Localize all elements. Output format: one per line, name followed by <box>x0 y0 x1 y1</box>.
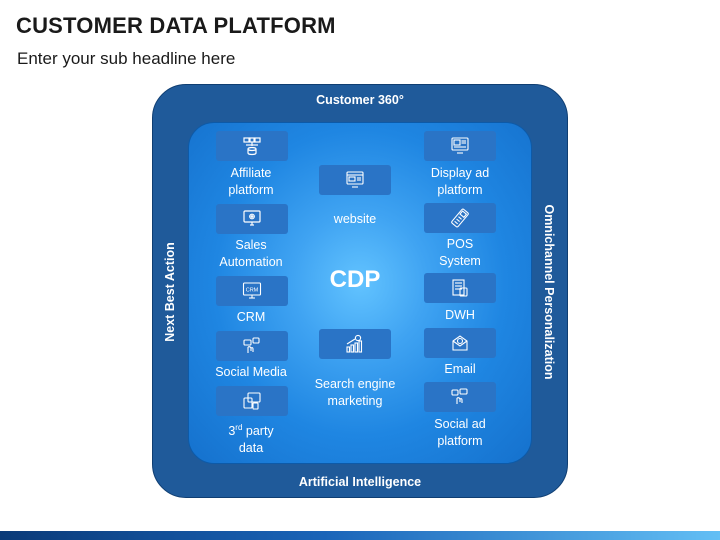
devices-icon <box>243 392 261 410</box>
display-ad-label: Display ad platform <box>430 166 490 197</box>
website-icon-box <box>319 165 391 195</box>
growth-chart-icon <box>346 334 363 353</box>
display-ad-icon-box <box>424 131 496 161</box>
pos-icon-box <box>424 203 496 233</box>
pos-label: POS System <box>439 237 481 268</box>
frame-label-right: Omnichannel Personalization <box>542 204 556 380</box>
email-icon <box>452 335 468 351</box>
network-icon <box>243 137 261 156</box>
sem-label: Search engine marketing <box>314 377 396 408</box>
data-warehouse-icon <box>452 279 468 297</box>
affiliate-label: Affiliate platform <box>228 166 274 197</box>
frame-label-top: Customer 360° <box>316 93 404 107</box>
crm-label: CRM <box>236 310 266 324</box>
social-ad-icon <box>451 388 468 404</box>
page-subtitle: Enter your sub headline here <box>17 49 236 68</box>
footer-accent-bar <box>0 531 720 540</box>
social-media-icon-box <box>216 331 288 361</box>
third-party-label: 3rd party data <box>228 423 274 456</box>
gear-monitor-icon <box>243 210 261 226</box>
sales-icon-box <box>216 204 288 234</box>
cdp-center-label: CDP <box>329 266 381 293</box>
sales-label: Sales Automation <box>219 238 283 269</box>
third-party-icon-box <box>216 386 288 416</box>
social-ad-icon-box <box>424 382 496 412</box>
dwh-label: DWH <box>445 308 475 322</box>
dwh-icon-box <box>424 273 496 303</box>
email-label: Email <box>444 362 476 376</box>
crm-icon-box: CRM <box>216 276 288 306</box>
social-media-icon <box>243 337 260 353</box>
frame-label-left: Next Best Action <box>163 242 177 342</box>
crm-icon: CRM <box>242 282 262 299</box>
pos-terminal-icon <box>451 208 469 228</box>
social-ad-label: Social ad platform <box>434 417 486 448</box>
website-label: website <box>333 212 377 226</box>
social-media-label: Social Media <box>215 365 287 379</box>
website-icon <box>346 171 364 188</box>
svg-text:CRM: CRM <box>246 288 259 294</box>
frame-label-bottom: Artificial Intelligence <box>298 475 422 489</box>
page-title: CUSTOMER DATA PLATFORM <box>16 13 336 38</box>
affiliate-icon-box <box>216 131 288 161</box>
email-icon-box <box>424 328 496 358</box>
sem-icon-box <box>319 329 391 359</box>
display-ad-icon <box>451 137 469 154</box>
